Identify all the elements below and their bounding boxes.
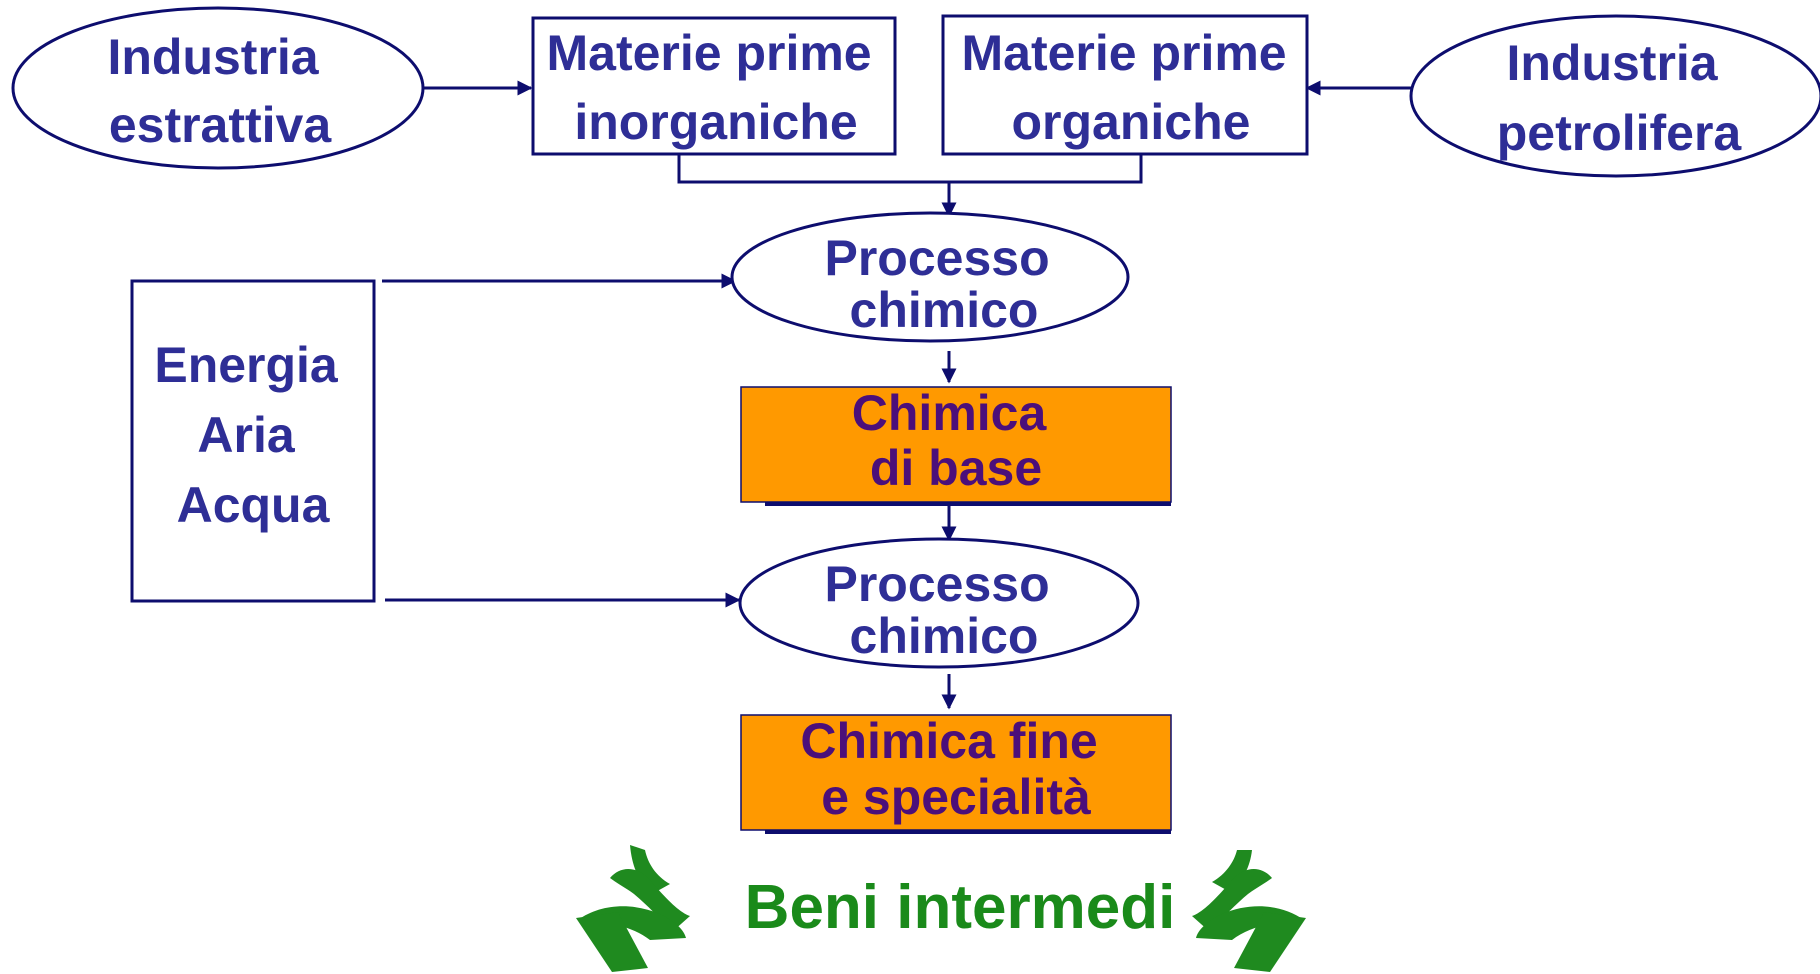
node-label-line: organiche [1012, 94, 1251, 150]
svg-text:Chimica di base: Chimica di base [852, 385, 1060, 496]
node-label-line: Chimica [852, 385, 1048, 441]
node-chimica-fine-e-specialita: Chimica fine e specialità [740, 713, 1172, 834]
box-shape [740, 714, 1172, 831]
output-beni-intermedi: Beni intermedi [576, 845, 1306, 972]
box-shape [740, 386, 1172, 503]
node-label-line: petrolifera [1497, 105, 1743, 161]
svg-text:Processo chimico: Processo chimico [824, 556, 1063, 664]
ellipse-shape [11, 6, 425, 170]
box-shape [531, 16, 897, 156]
output-label: Beni intermedi [745, 873, 1176, 942]
svg-text:Energia Aria Acqua: Energia Aria Acqua [154, 337, 351, 533]
node-label-line: inorganiche [574, 94, 857, 150]
node-label-line: Industria [107, 29, 319, 85]
node-processo-chimico-1: Processo chimico [730, 211, 1130, 343]
node-materie-prime-organiche: Materie prime organiche [941, 14, 1309, 156]
svg-text:Industria estrattiva: Industria estrattiva [107, 29, 332, 153]
node-label-line: chimico [850, 608, 1039, 664]
node-industria-petrolifera: Industria petrolifera [1409, 14, 1820, 178]
node-industria-estrattiva: Industria estrattiva [11, 6, 425, 170]
node-label-line: estrattiva [109, 97, 333, 153]
box-shape [941, 14, 1309, 156]
node-materie-prime-inorganiche: Materie prime inorganiche [531, 16, 897, 156]
node-label-line: Energia [154, 337, 339, 393]
ellipse-shape [1409, 14, 1820, 178]
node-label-line: di base [870, 440, 1042, 496]
svg-text:Chimica fine e specialit: Chimica fine e specialità [800, 713, 1111, 825]
ellipse-shape [738, 537, 1140, 669]
node-label-line: Processo [824, 556, 1049, 612]
connectors [382, 80, 1411, 710]
node-label-line: e specialità [821, 769, 1091, 825]
svg-text:Processo chimico: Processo chimico [824, 230, 1063, 338]
curved-arrow-down-left-icon [576, 845, 690, 972]
svg-text:Materie prime inorganich: Materie prime inorganiche [546, 25, 885, 150]
node-label-line: Materie prime [546, 25, 871, 81]
node-label-line: Materie prime [961, 25, 1286, 81]
box-shape [130, 279, 376, 603]
node-label-line: Acqua [177, 477, 331, 533]
node-label-line: Processo [824, 230, 1049, 286]
svg-text:Industria petrolifera: Industria petrolifera [1497, 35, 1743, 161]
bracket-materie-prime [677, 154, 1143, 184]
curved-arrow-down-right-icon [1192, 850, 1306, 972]
svg-text:Materie prime organiche: Materie prime organiche [961, 25, 1300, 150]
node-label-line: chimico [850, 282, 1039, 338]
node-processo-chimico-2: Processo chimico [738, 537, 1140, 669]
node-label-line: Industria [1506, 35, 1718, 91]
node-energia-aria-acqua: Energia Aria Acqua [130, 279, 376, 603]
ellipse-shape [730, 211, 1130, 343]
node-label-line: Aria [197, 407, 295, 463]
node-chimica-di-base: Chimica di base [740, 385, 1172, 506]
node-label-line: Chimica fine [800, 713, 1097, 769]
